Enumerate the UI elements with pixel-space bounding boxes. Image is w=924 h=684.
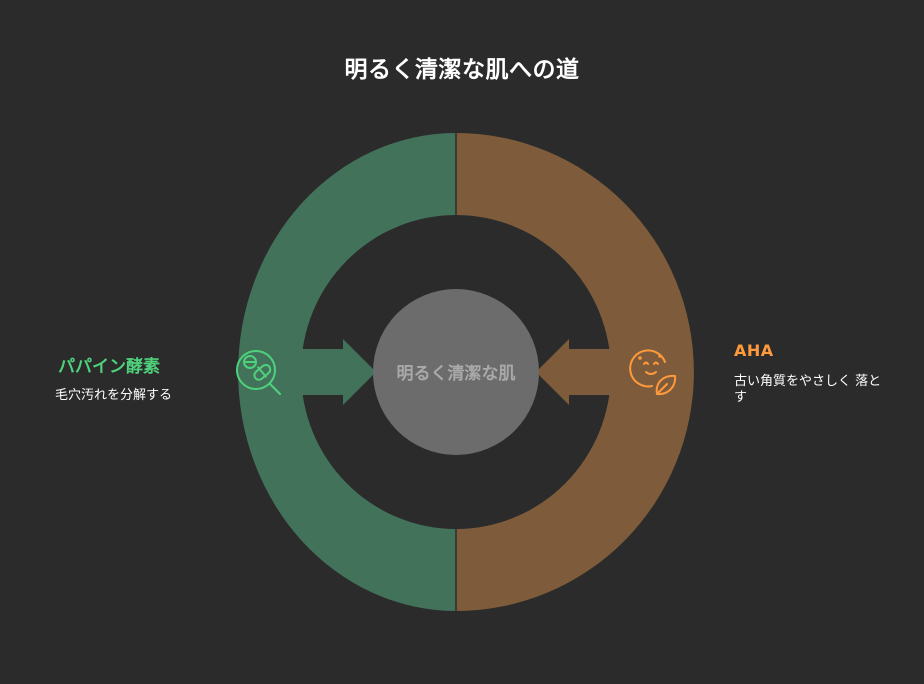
left-ring-half xyxy=(238,133,456,611)
center-label: 明るく清潔な肌 xyxy=(397,363,516,384)
center-circle xyxy=(373,289,539,455)
right-arrow xyxy=(536,339,612,405)
diagram-title: 明るく清潔な肌への道 xyxy=(344,57,580,83)
right-step-description: 古い角質をやさしく 落とす xyxy=(734,374,882,405)
left-step-description: 毛穴汚れを分解する xyxy=(55,388,173,403)
left-arrow xyxy=(300,339,376,405)
pill-magnifier-icon xyxy=(236,350,281,395)
right-step-title: AHA xyxy=(734,341,774,360)
face-leaf-icon xyxy=(629,349,677,396)
left-step-title: パパイン酵素 xyxy=(58,357,160,377)
right-ring-half xyxy=(456,133,694,611)
